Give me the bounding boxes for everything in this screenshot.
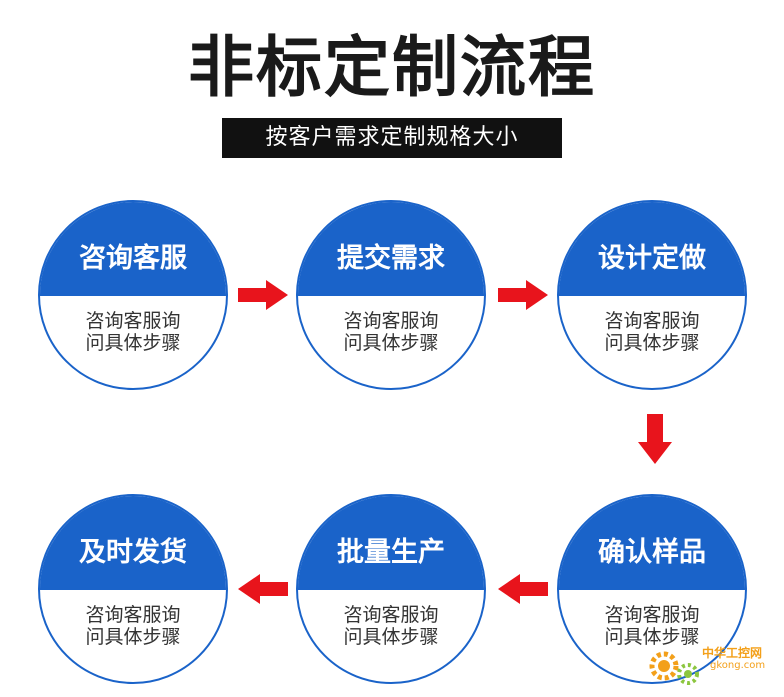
step-desc-line2: 问具体步骤 (85, 626, 181, 648)
step-desc-line1: 咨询客服询 (604, 604, 700, 626)
page-title: 非标定制流程 (188, 29, 596, 106)
step-desc: 咨询客服询 问具体步骤 (559, 310, 745, 354)
arrow-left-2-icon (238, 574, 288, 604)
subtitle-banner: 按客户需求定制规格大小 (222, 118, 562, 158)
step-name: 批量生产 (337, 537, 445, 568)
step-shipping: 及时发货 咨询客服询 问具体步骤 (38, 494, 228, 684)
gear-icon (649, 651, 699, 685)
step-design: 设计定做 咨询客服询 问具体步骤 (557, 200, 747, 390)
step-desc-line2: 问具体步骤 (85, 332, 181, 354)
step-header (559, 496, 745, 590)
watermark-url: gkong.com (710, 660, 766, 671)
step-desc-line2: 问具体步骤 (343, 626, 439, 648)
step-header (40, 496, 226, 590)
watermark-logo: 中华工控网 gkong.com (646, 640, 782, 692)
step-desc-line1: 咨询客服询 (85, 604, 181, 626)
step-desc: 咨询客服询 问具体步骤 (559, 604, 745, 648)
arrow-right-2-icon (498, 280, 548, 310)
step-desc-line2: 问具体步骤 (604, 626, 700, 648)
arrow-down-icon (638, 414, 672, 464)
step-mass-production: 批量生产 咨询客服询 问具体步骤 (296, 494, 486, 684)
step-header (559, 202, 745, 296)
step-desc: 咨询客服询 问具体步骤 (298, 604, 484, 648)
step-consult: 咨询客服 咨询客服询 问具体步骤 (38, 200, 228, 390)
step-desc-line1: 咨询客服询 (343, 310, 439, 332)
step-header (298, 496, 484, 590)
step-desc: 咨询客服询 问具体步骤 (40, 604, 226, 648)
step-desc-line2: 问具体步骤 (604, 332, 700, 354)
step-name: 咨询客服 (79, 243, 187, 274)
step-confirm-sample: 确认样品 咨询客服询 问具体步骤 (557, 494, 747, 684)
step-desc: 咨询客服询 问具体步骤 (298, 310, 484, 354)
step-desc-line1: 咨询客服询 (604, 310, 700, 332)
step-desc-line1: 咨询客服询 (85, 310, 181, 332)
step-name: 确认样品 (598, 537, 706, 568)
step-desc-line1: 咨询客服询 (343, 604, 439, 626)
step-name: 提交需求 (337, 243, 445, 274)
step-header (40, 202, 226, 296)
arrow-right-1-icon (238, 280, 288, 310)
step-name: 及时发货 (79, 537, 187, 568)
step-submit: 提交需求 咨询客服询 问具体步骤 (296, 200, 486, 390)
step-desc: 咨询客服询 问具体步骤 (40, 310, 226, 354)
watermark-text: 中华工控网 (702, 646, 763, 660)
arrow-left-1-icon (498, 574, 548, 604)
step-name: 设计定做 (598, 243, 706, 274)
step-desc-line2: 问具体步骤 (343, 332, 439, 354)
step-header (298, 202, 484, 296)
